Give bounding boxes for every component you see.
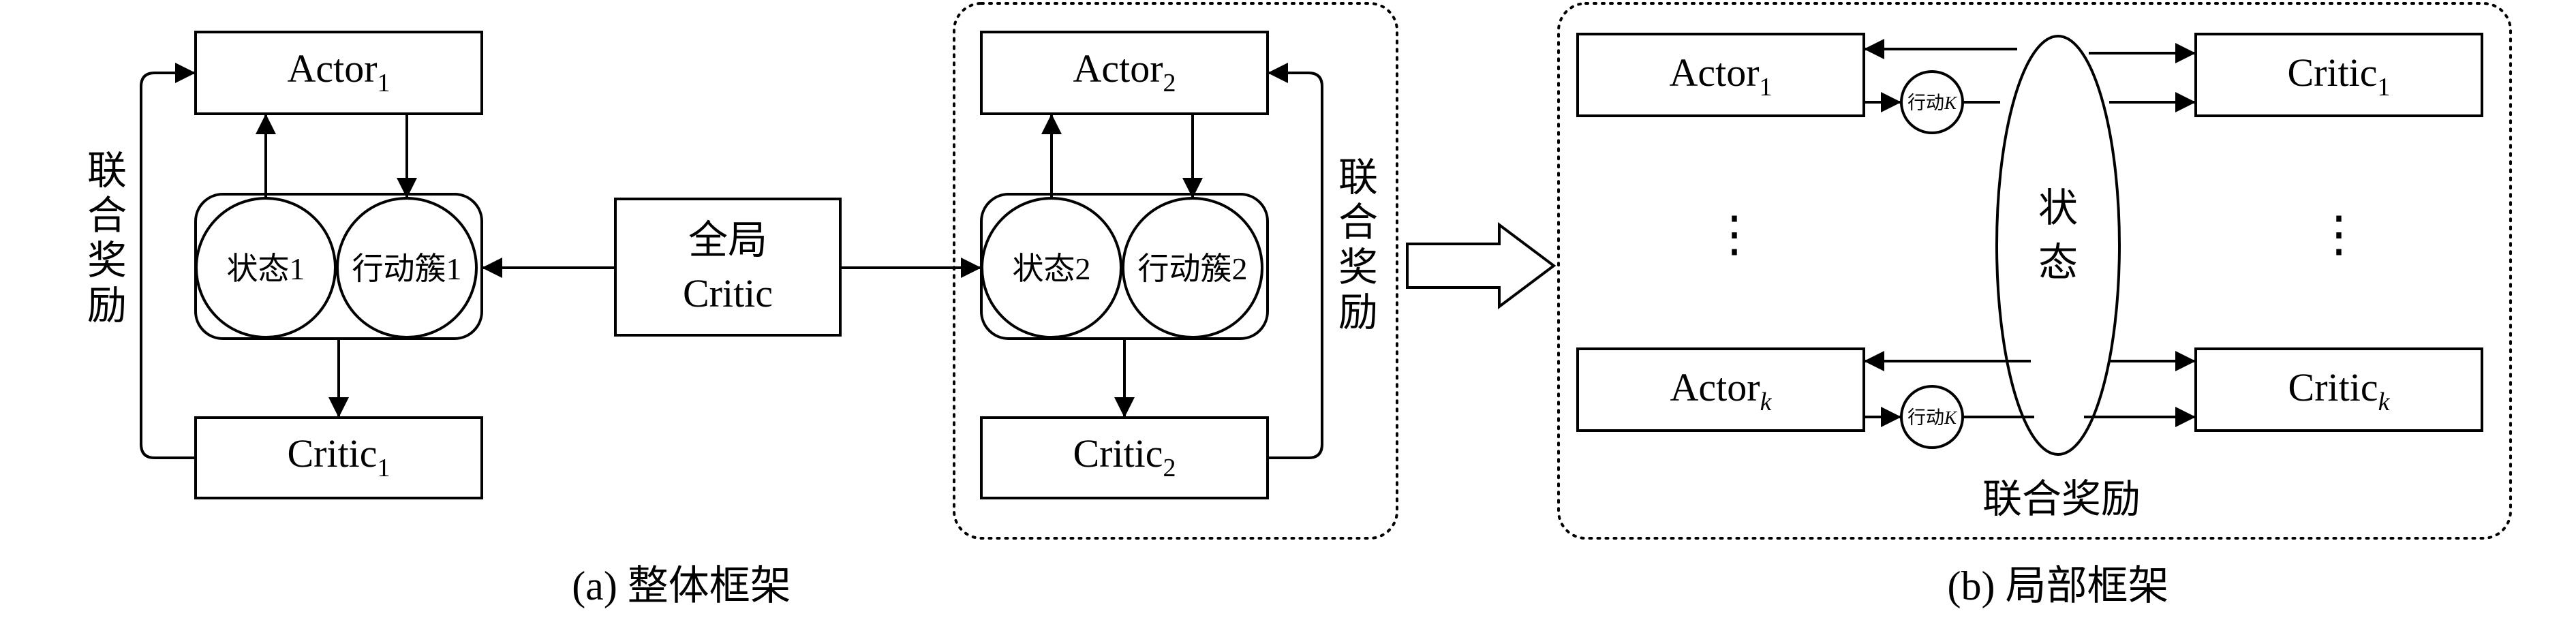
svg-text:奖: 奖 xyxy=(87,238,127,283)
actor-1-box xyxy=(194,31,483,115)
local-framework-dotted-border xyxy=(1557,2,2512,540)
critic-1-box xyxy=(194,416,483,499)
right-agent-group: Actor2 Critic2 状态2 行动簇2 联 合 奖 励 xyxy=(953,2,1398,540)
local-actor-1-label: Actor1 xyxy=(1669,50,1772,102)
action-k-label-1: 行动K xyxy=(1907,93,1958,113)
left-agent-group: Actor1 Critic1 状态1 行动簇1 联 合 奖 励 xyxy=(87,31,483,499)
critic-ellipsis: ⋮ xyxy=(2314,207,2363,262)
right-group-dotted-border xyxy=(953,2,1398,540)
local-actor-1-box xyxy=(1576,33,1865,117)
local-critic-k-box xyxy=(2194,347,2483,432)
state-2-label: 状态2 xyxy=(1013,251,1091,286)
critic-2-label: Critic2 xyxy=(1073,431,1176,482)
local-critic-1-label: Critic1 xyxy=(2287,50,2390,102)
critic-1-label: Critic1 xyxy=(287,431,390,482)
svg-text:联: 联 xyxy=(87,149,127,193)
joint-reward-label: 联合奖励 xyxy=(1982,477,2141,521)
caption-a: (a) 整体框架 xyxy=(572,563,791,608)
state-1-label: 状态1 xyxy=(227,251,305,286)
state-ellipse xyxy=(1995,35,2121,456)
svg-text:励: 励 xyxy=(87,283,127,328)
joint-reward-1-label: 联 合 奖 励 xyxy=(87,149,127,328)
global-critic-line1: 全局 xyxy=(688,218,767,262)
local-actor-k-label: Actork xyxy=(1670,365,1773,416)
action-cluster-1-label: 行动簇1 xyxy=(352,251,462,286)
svg-text:联: 联 xyxy=(1338,155,1378,200)
state-label-bottom: 态 xyxy=(2038,241,2078,285)
svg-text:合: 合 xyxy=(87,193,127,238)
panel-b: Actor1 Actork Critic1 Critick ⋮ ⋮ 状 态 行动… xyxy=(1557,2,2512,608)
transition-hollow-arrow xyxy=(1406,222,1557,309)
svg-text:合: 合 xyxy=(1338,200,1378,245)
reward-loop-1-arrow xyxy=(140,63,196,459)
global-critic-box xyxy=(614,198,842,337)
local-critic-k-label: Critick xyxy=(2288,365,2391,416)
panel-a: Actor1 Critic1 状态1 行动簇1 联 合 奖 励 xyxy=(87,2,1398,608)
svg-text:奖: 奖 xyxy=(1338,245,1378,290)
caption-b: (b) 局部框架 xyxy=(1948,563,2169,608)
reward-loop-2-arrow xyxy=(1268,63,1323,459)
actor-ellipsis: ⋮ xyxy=(1710,207,1759,262)
actor-2-box xyxy=(980,31,1269,115)
actor-2-label: Actor2 xyxy=(1073,46,1176,97)
global-critic-line2: Critic xyxy=(683,271,773,315)
action-cluster-2-label: 行动簇2 xyxy=(1138,251,1248,286)
critic-2-box xyxy=(980,416,1269,499)
actor-1-label: Actor1 xyxy=(287,46,390,97)
local-actor-k-box xyxy=(1576,347,1865,432)
svg-text:励: 励 xyxy=(1338,290,1378,335)
local-critic-1-box xyxy=(2194,33,2483,117)
action-k-label-2: 行动K xyxy=(1907,407,1958,428)
state-label-top: 状 xyxy=(2038,186,2078,230)
joint-reward-2-label: 联 合 奖 励 xyxy=(1338,155,1378,335)
